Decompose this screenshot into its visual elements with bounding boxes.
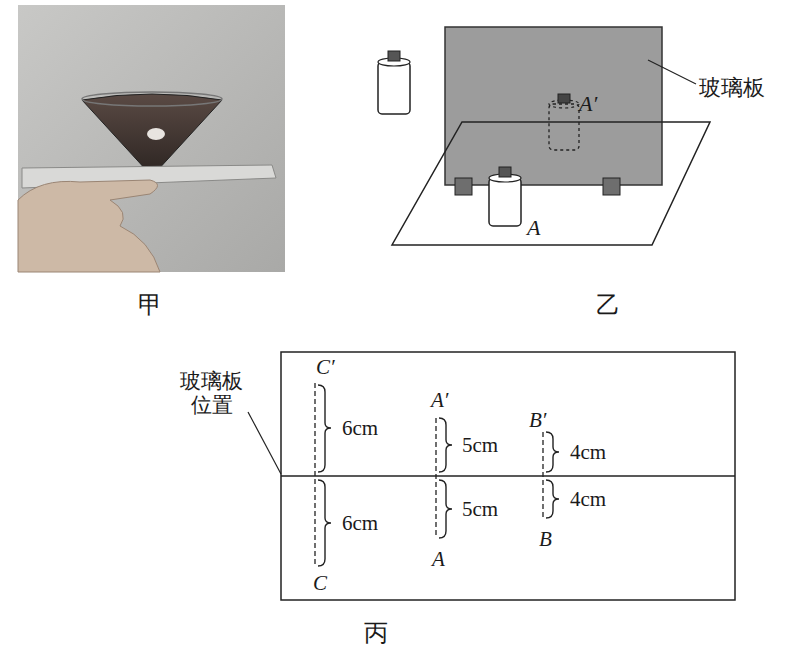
dimension: 6cm: [342, 416, 378, 440]
record-sheet: [248, 352, 735, 600]
figure-tag: 甲: [138, 292, 162, 320]
point-label: A: [432, 547, 445, 571]
point-label: C: [313, 571, 327, 595]
point-label: C′: [316, 355, 335, 379]
point-label: A′: [431, 388, 448, 412]
dimension: 4cm: [570, 487, 606, 511]
apparatus: [378, 27, 710, 245]
object-label: A: [527, 215, 540, 240]
photo: [18, 5, 285, 272]
part-label: 玻璃板 位置: [177, 369, 246, 417]
point-label: B: [539, 527, 552, 551]
figure-tag: 乙: [596, 292, 620, 320]
leader-line: [648, 60, 696, 84]
dimension: 5cm: [462, 433, 498, 457]
part-label: 玻璃板: [699, 75, 765, 100]
dimension: 4cm: [570, 440, 606, 464]
point-label: B′: [529, 408, 546, 432]
figure-tag: 丙: [364, 620, 388, 648]
image-label: A′: [579, 91, 597, 116]
dimension: 6cm: [342, 511, 378, 535]
dimension: 5cm: [462, 497, 498, 521]
